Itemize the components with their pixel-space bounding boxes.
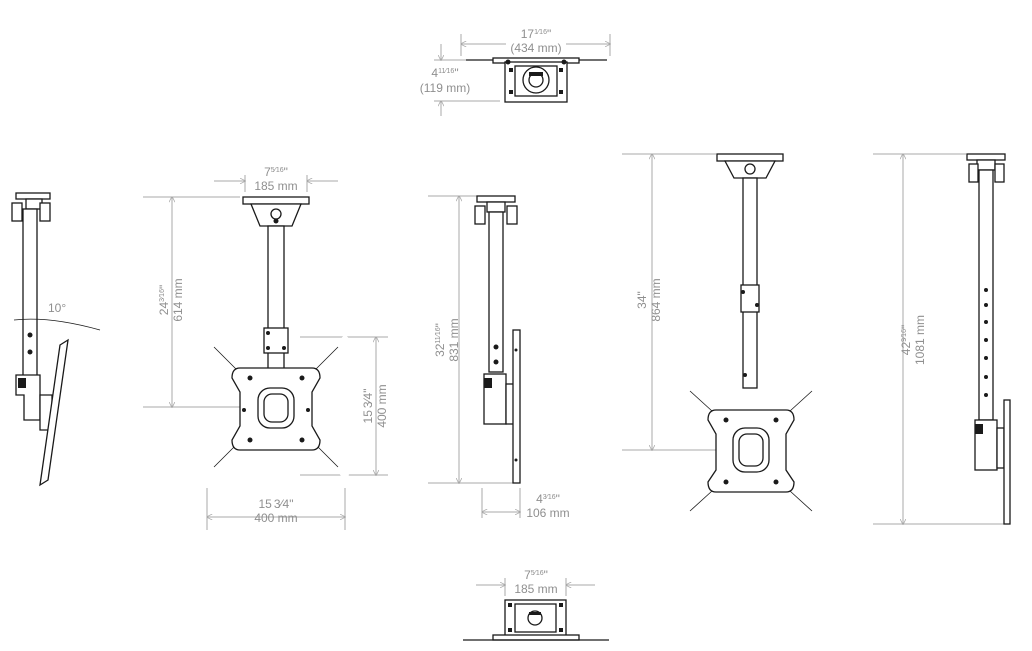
top-width-metric: (434 mm) (510, 41, 561, 55)
side-drop-metric: 831 mm (447, 318, 461, 361)
bottom-view-drawing (463, 578, 609, 641)
top-view-drawing (434, 34, 610, 116)
bottom-plate-width-label: 75⁄16" (524, 568, 548, 582)
top-height-label: 411⁄16" (431, 66, 458, 80)
extended-side-view-drawing (873, 154, 1011, 524)
vesa-vertical-label: 153⁄4" (361, 389, 375, 424)
tilt-angle-label: 10° (48, 301, 66, 315)
top-width-label: 171⁄16" (521, 27, 551, 41)
bottom-plate-width-metric: 185 mm (514, 582, 557, 596)
front-plate-width-metric: 185 mm (254, 179, 297, 193)
extended-front-view-drawing (622, 154, 824, 522)
tilt-side-view-drawing (11, 192, 101, 487)
top-height-metric: (119 mm) (420, 81, 470, 95)
side-depth-metric: 106 mm (526, 506, 569, 520)
front-view-drawing (143, 175, 388, 530)
vesa-horizontal-metric: 400 mm (254, 511, 297, 525)
side-drop-label: 3211⁄16" (433, 323, 447, 357)
min-drop-metric: 614 mm (171, 278, 185, 321)
side-view-drawing (428, 196, 520, 518)
front-plate-width-label: 75⁄16" (264, 165, 288, 179)
vesa-vertical-metric: 400 mm (375, 384, 389, 427)
max-drop-metric: 1081 mm (913, 315, 927, 365)
extended-drop-label: 34" (635, 291, 649, 309)
min-drop-label: 243⁄16" (157, 285, 171, 315)
max-drop-label: 429⁄16" (899, 325, 913, 355)
extended-drop-metric: 864 mm (649, 278, 663, 321)
side-depth-label: 43⁄16" (536, 492, 560, 506)
